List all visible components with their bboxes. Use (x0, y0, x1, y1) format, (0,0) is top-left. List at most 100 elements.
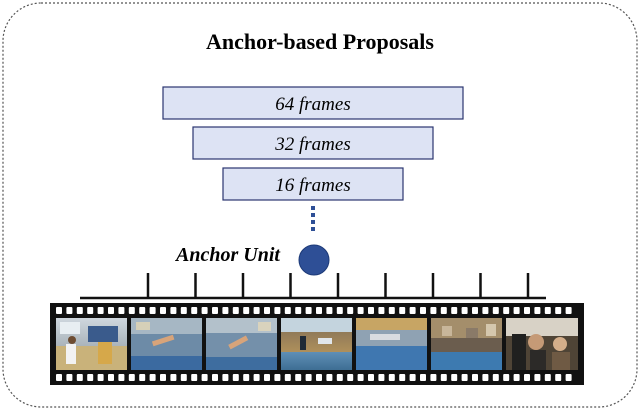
film-strip (50, 303, 584, 385)
timeline-ticks (146, 273, 530, 298)
sprocket-hole (524, 374, 530, 381)
sprocket-hole (544, 374, 551, 381)
sprocket-hole (503, 307, 510, 314)
sprocket-hole (399, 307, 406, 314)
sprocket-hole (108, 307, 114, 314)
sprocket-hole (357, 374, 364, 381)
sprocket-hole (565, 374, 572, 381)
sprocket-hole (66, 374, 73, 381)
sprocket-hole (212, 307, 218, 314)
sprocket-hole (461, 374, 468, 381)
anchor-unit-label: Anchor Unit (174, 244, 281, 266)
sprocket-hole (76, 374, 83, 381)
sprocket-hole (378, 374, 385, 381)
sprocket-hole (264, 374, 270, 381)
film-frame-7 (506, 318, 578, 370)
sprocket-hole (555, 374, 562, 381)
sprocket-hole (139, 307, 146, 314)
sprocket-hole (492, 307, 499, 314)
sprocket-hole (430, 374, 437, 381)
sprocket-hole (440, 307, 447, 314)
proposal-stack: 64 frames 32 frames 16 frames (162, 86, 464, 201)
sprocket-hole (118, 374, 125, 381)
sprocket-hole (524, 307, 530, 314)
sprocket-hole (87, 374, 94, 381)
proposal-label-32: 32 frames (274, 134, 350, 155)
sprocket-hole (440, 374, 447, 381)
sprocket-hole (87, 307, 94, 314)
sprocket-hole (66, 307, 73, 314)
film-frame-1 (56, 318, 127, 370)
sprocket-hole (513, 307, 520, 314)
sprocket-hole (409, 307, 416, 314)
sprocket-hole (451, 374, 458, 381)
sprocket-hole (336, 307, 343, 314)
sprocket-hole (326, 307, 333, 314)
sprocket-hole (201, 374, 208, 381)
sprocket-hole (482, 307, 489, 314)
sprocket-hole (388, 307, 395, 314)
sprocket-hole (284, 307, 291, 314)
sprocket-hole (503, 374, 510, 381)
sprocket-hole (97, 374, 104, 381)
sprocket-hole (316, 374, 322, 381)
sprocket-hole (555, 307, 562, 314)
sprocket-hole (513, 374, 520, 381)
sprocket-hole (56, 374, 62, 381)
sprocket-hole (56, 307, 62, 314)
sprocket-hole (243, 307, 250, 314)
sprocket-hole (253, 307, 260, 314)
sprocket-hole (201, 307, 208, 314)
sprocket-hole (264, 307, 270, 314)
sprocket-hole (170, 374, 177, 381)
film-frame-5 (356, 318, 427, 370)
sprocket-hole (336, 374, 343, 381)
sprocket-hole (222, 307, 229, 314)
sprocket-hole (232, 374, 239, 381)
sprocket-hole (160, 307, 166, 314)
sprocket-hole (295, 374, 302, 381)
film-frame-4 (281, 318, 352, 370)
sprocket-hole (108, 374, 114, 381)
sprocket-hole (430, 307, 437, 314)
sprocket-hole (222, 374, 229, 381)
sprocket-hole (295, 307, 302, 314)
sprocket-hole (118, 307, 125, 314)
sprocket-hole (420, 374, 426, 381)
sprocket-hole (191, 307, 198, 314)
diagram-title: Anchor-based Proposals (206, 29, 434, 54)
sprocket-hole (139, 374, 146, 381)
sprocket-hole (378, 307, 385, 314)
sprocket-hole (128, 307, 135, 314)
sprocket-hole (347, 307, 354, 314)
proposal-label-16: 16 frames (275, 175, 350, 196)
sprocket-hole (472, 307, 478, 314)
sprocket-hole (357, 307, 364, 314)
sprocket-hole (565, 307, 572, 314)
film-frame-2 (131, 318, 202, 370)
sprocket-hole (409, 374, 416, 381)
sprocket-hole (305, 307, 312, 314)
proposal-bar-64 (162, 86, 464, 120)
sprocket-hole (284, 374, 291, 381)
sprocket-row-top (56, 307, 572, 314)
sprocket-hole (399, 374, 406, 381)
sprocket-hole (180, 374, 187, 381)
sprocket-hole (305, 374, 312, 381)
sprocket-hole (492, 374, 499, 381)
proposal-bar-16 (222, 167, 404, 201)
sprocket-hole (472, 374, 478, 381)
sprocket-hole (274, 307, 281, 314)
film-frame-3 (206, 318, 277, 370)
sprocket-hole (534, 374, 541, 381)
sprocket-hole (326, 374, 333, 381)
sprocket-hole (180, 307, 187, 314)
sprocket-hole (420, 307, 426, 314)
sprocket-hole (76, 307, 83, 314)
sprocket-hole (274, 374, 281, 381)
sprocket-hole (97, 307, 104, 314)
sprocket-hole (149, 374, 156, 381)
anchor-unit-dot (298, 244, 330, 276)
